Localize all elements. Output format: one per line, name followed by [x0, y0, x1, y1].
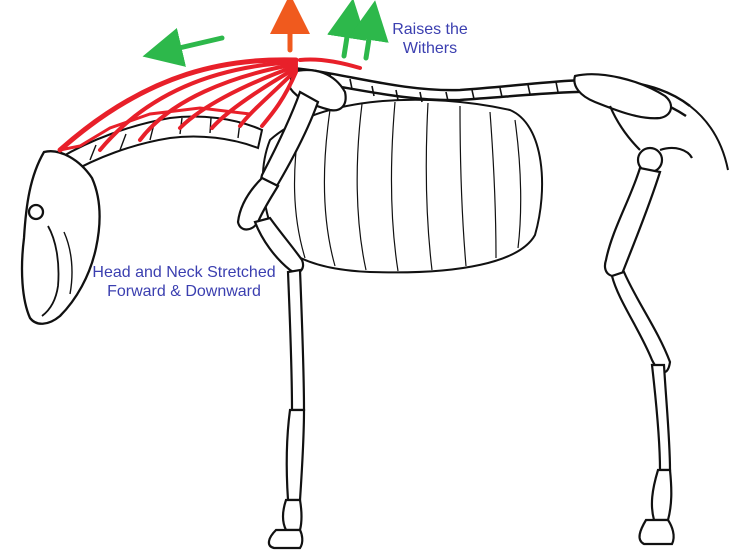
head-neck-annotation-line1: Head and Neck Stretched — [86, 263, 282, 282]
withers-annotation-line1: Raises the — [378, 20, 482, 39]
withers-up-arrow-green-2 — [366, 20, 372, 58]
withers-up-arrow-green-1 — [344, 18, 350, 56]
pelvis — [574, 74, 692, 172]
head-neck-annotation-line2: Forward & Downward — [86, 282, 282, 301]
forward-pull-arrow — [162, 38, 222, 52]
tail — [690, 106, 728, 170]
withers-annotation: Raises the Withers — [378, 20, 482, 58]
withers-annotation-line2: Withers — [378, 39, 482, 58]
hind-leg — [605, 168, 674, 544]
force-arrows — [162, 14, 372, 58]
head-neck-annotation: Head and Neck Stretched Forward & Downwa… — [86, 263, 282, 301]
